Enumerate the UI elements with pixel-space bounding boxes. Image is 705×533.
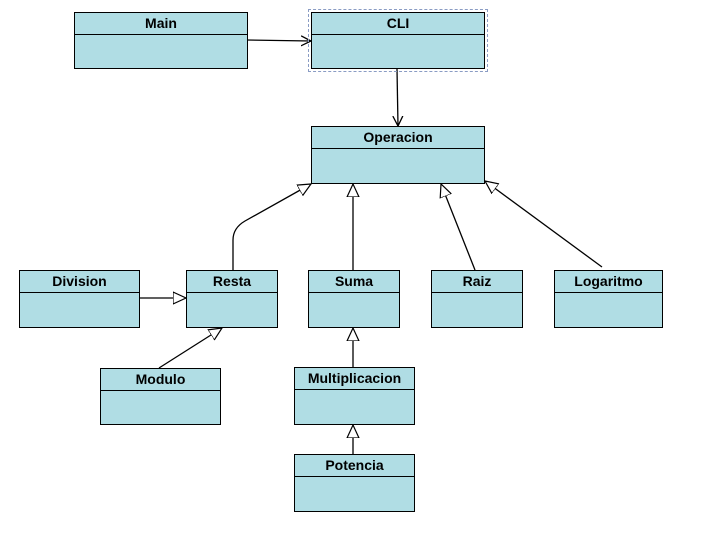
class-raiz[interactable]: Raiz [431, 270, 523, 328]
class-logaritmo[interactable]: Logaritmo [554, 270, 663, 328]
class-multiplicacion-name: Multiplicacion [295, 368, 414, 390]
class-modulo-name: Modulo [101, 369, 220, 391]
class-suma[interactable]: Suma [308, 270, 400, 328]
class-main[interactable]: Main [74, 12, 248, 69]
class-main-name: Main [75, 13, 247, 35]
class-cli[interactable]: CLI [308, 9, 488, 72]
class-resta-name: Resta [187, 271, 277, 293]
class-division[interactable]: Division [19, 270, 140, 328]
class-potencia-name: Potencia [295, 455, 414, 477]
class-division-name: Division [20, 271, 139, 293]
class-raiz-name: Raiz [432, 271, 522, 293]
edge-modulo-resta[interactable] [158, 328, 222, 369]
class-resta[interactable]: Resta [186, 270, 278, 328]
class-operacion[interactable]: Operacion [311, 126, 485, 184]
class-modulo[interactable]: Modulo [100, 368, 221, 425]
class-multiplicacion[interactable]: Multiplicacion [294, 367, 415, 425]
edge-cli-operacion[interactable] [397, 68, 398, 126]
class-potencia[interactable]: Potencia [294, 454, 415, 512]
edge-main-cli[interactable] [246, 40, 311, 41]
class-suma-name: Suma [309, 271, 399, 293]
edge-raiz-operacion[interactable] [441, 184, 476, 271]
class-cli-name: CLI [312, 13, 484, 35]
edge-resta-operacion[interactable] [232, 184, 311, 270]
class-operacion-name: Operacion [312, 127, 484, 149]
edge-logaritmo-operacion[interactable] [485, 181, 603, 268]
class-logaritmo-name: Logaritmo [555, 271, 662, 293]
